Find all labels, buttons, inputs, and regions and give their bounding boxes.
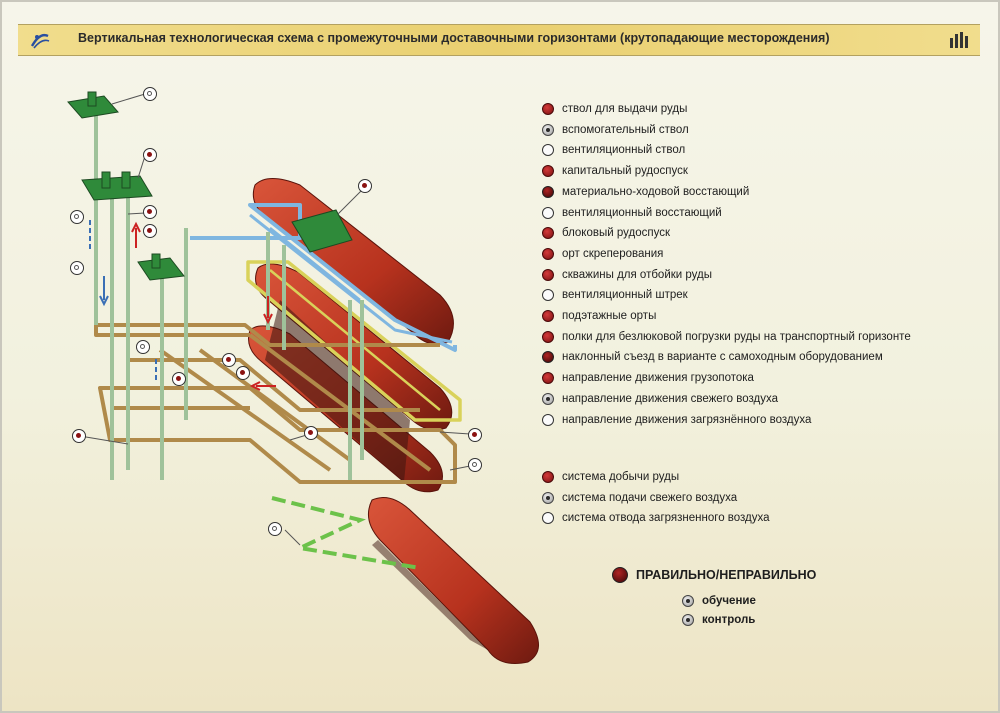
legend-label: полки для безлюковой погрузки руды на тр… (562, 330, 911, 343)
legend-label: вентиляционный восстающий (562, 206, 722, 219)
callout-pin-exhaust-drift[interactable] (468, 458, 482, 472)
legend-button[interactable] (542, 351, 554, 364)
callout-pin-block-ore-pass[interactable] (222, 353, 236, 367)
legend-item[interactable]: наклонный съезд в варианте с самоходным … (542, 348, 883, 366)
callout-pin-shaft-headframe[interactable] (143, 148, 157, 162)
system-label: система отвода загрязненного воздуха (562, 512, 770, 524)
legend-item[interactable]: материально-ходовой восстающий (542, 183, 749, 201)
check-button[interactable] (612, 567, 628, 583)
legend-label: вентиляционный ствол (562, 144, 686, 157)
legend-item[interactable]: блоковый рудоспуск (542, 224, 670, 242)
callout-pin-ramp[interactable] (268, 522, 282, 536)
system-button[interactable] (542, 491, 554, 504)
mine-shafts (94, 112, 364, 480)
learn-mode-label: обучение (702, 595, 756, 607)
legend-button[interactable] (542, 206, 554, 219)
callout-pin-fresh-air[interactable] (136, 340, 150, 354)
headframes (67, 91, 353, 281)
legend-item[interactable]: направление движения свежего воздуха (542, 390, 778, 408)
callout-pin-loading-shelves[interactable] (468, 428, 482, 442)
legend-label: орт скреперования (562, 247, 664, 260)
control-mode-button[interactable] (682, 614, 694, 626)
legend-label: материально-ходовой восстающий (562, 185, 750, 198)
legend-button[interactable] (542, 310, 554, 322)
callout-pin-headframe-top[interactable] (143, 87, 157, 101)
system-button[interactable] (542, 512, 554, 524)
publisher-logo-icon (30, 33, 50, 49)
system-button[interactable] (542, 471, 554, 483)
legend-item[interactable]: скважины для отбойки руды (542, 266, 712, 284)
system-item[interactable]: система добычи руды (542, 468, 679, 486)
legend-label: вспомогательный ствол (562, 123, 689, 136)
legend-item[interactable]: подэтажные орты (542, 307, 656, 325)
system-label: система добычи руды (562, 471, 680, 483)
legend-item[interactable]: ствол для выдачи руды (542, 100, 687, 118)
callout-pin-ore-body[interactable] (358, 179, 372, 193)
legend-item[interactable]: вентиляционный восстающий (542, 204, 722, 222)
legend-button[interactable] (542, 392, 554, 405)
legend-button[interactable] (542, 144, 554, 157)
callout-pin-vent-drift[interactable] (70, 261, 84, 275)
system-item[interactable]: система отвода загрязненного воздуха (542, 509, 770, 527)
check-label: ПРАВИЛЬНО/НЕПРАВИЛЬНО (636, 568, 817, 582)
haulage-galleries (94, 323, 457, 484)
system-label: система подачи свежего воздуха (562, 491, 738, 504)
legend-item[interactable]: вентиляционный ствол (542, 141, 685, 159)
uchtex-logo-icon (950, 32, 968, 48)
legend-label: вентиляционный штрек (562, 289, 688, 302)
legend-button[interactable] (542, 413, 554, 426)
legend-item[interactable]: вспомогательный ствол (542, 121, 689, 139)
legend-button[interactable] (542, 247, 554, 260)
legend-button[interactable] (542, 289, 554, 302)
callout-pin-scraper-drift[interactable] (236, 366, 250, 380)
callout-pin-haulage[interactable] (172, 372, 186, 386)
title-bar: Вертикальная технологическая схема с про… (18, 24, 980, 56)
legend-label: направление движения загрязнённого возду… (562, 413, 812, 426)
legend-label: блоковый рудоспуск (562, 227, 670, 240)
legend-label: капитальный рудоспуск (562, 165, 688, 178)
legend-item[interactable]: вентиляционный штрек (542, 286, 688, 304)
legend-label: наклонный съезд в варианте с самоходным … (562, 351, 883, 364)
legend-button[interactable] (542, 268, 554, 281)
legend-label: направление движения грузопотока (562, 372, 754, 385)
control-mode-label: контроль (702, 614, 756, 626)
legend-item[interactable]: направление движения грузопотока (542, 369, 754, 387)
legend-button[interactable] (542, 330, 554, 343)
control-mode-row[interactable]: контроль (682, 614, 755, 626)
flow-arrows (89, 220, 276, 391)
legend-button[interactable] (542, 165, 554, 178)
page-title: Вертикальная технологическая схема с про… (78, 31, 830, 45)
legend-button[interactable] (542, 185, 554, 198)
legend-item[interactable]: капитальный рудоспуск (542, 162, 688, 180)
check-button-row[interactable]: ПРАВИЛЬНО/НЕПРАВИЛЬНО (612, 567, 816, 583)
legend-item[interactable]: направление движения загрязнённого возду… (542, 411, 811, 429)
legend-label: скважины для отбойки руды (562, 268, 713, 281)
legend-label: направление движения свежего воздуха (562, 392, 778, 405)
legend-button[interactable] (542, 227, 554, 240)
legend-label: ствол для выдачи руды (562, 103, 688, 115)
callout-pin-vent-shaft[interactable] (70, 210, 84, 224)
callout-pin-ore-pass[interactable] (143, 224, 157, 238)
legend-label: подэтажные орты (562, 310, 657, 322)
ventilation-drifts (190, 203, 462, 422)
learn-mode-button[interactable] (682, 595, 694, 607)
legend-button[interactable] (542, 372, 554, 385)
callout-pin-ore-shaft[interactable] (143, 205, 157, 219)
learn-mode-row[interactable]: обучение (682, 595, 756, 607)
legend-button[interactable] (542, 103, 554, 115)
callout-pin-main-ore-pass[interactable] (72, 429, 86, 443)
callout-pin-sublevel[interactable] (304, 426, 318, 440)
legend-item[interactable]: орт скреперования (542, 245, 663, 263)
legend-item[interactable]: полки для безлюковой погрузки руды на тр… (542, 328, 911, 346)
legend-button[interactable] (542, 123, 554, 136)
system-item[interactable]: система подачи свежего воздуха (542, 489, 737, 507)
inclined-ramp (271, 496, 421, 570)
